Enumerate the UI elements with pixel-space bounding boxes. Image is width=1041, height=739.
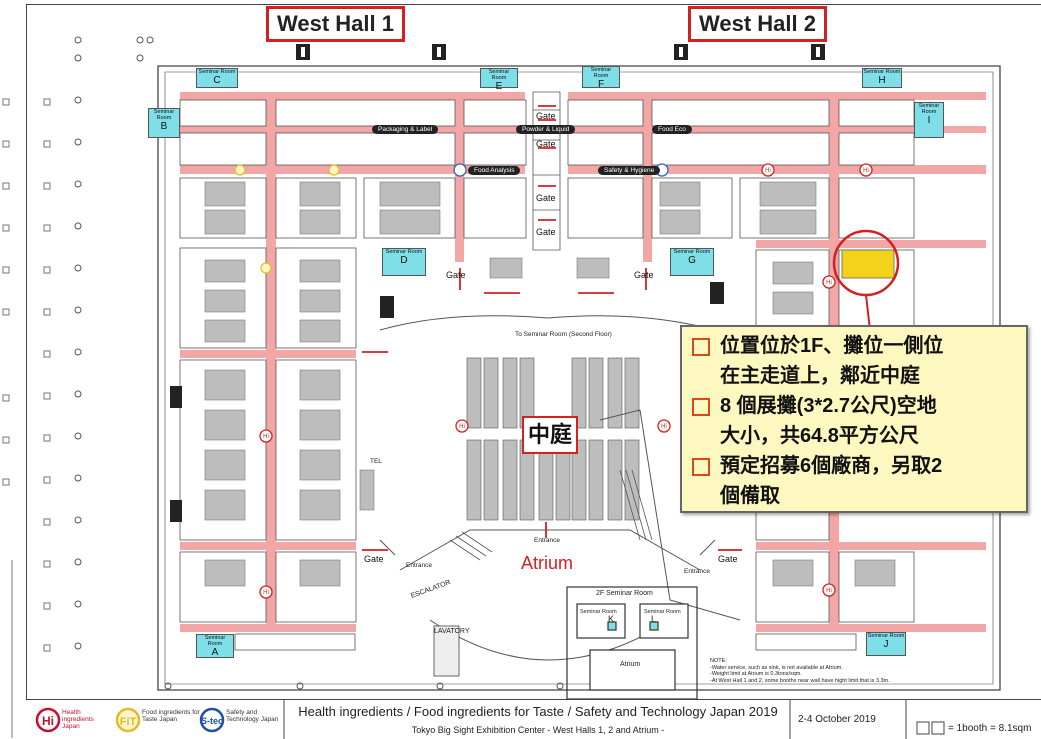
hi-markers <box>259 163 873 599</box>
svg-text:Hi: Hi <box>826 588 832 594</box>
gate-label-5: Gate <box>446 270 466 280</box>
callout-pointer <box>865 294 871 331</box>
footer-subtitle: Tokyo Big Sight Exhibition Center - West… <box>411 725 665 735</box>
west-hall-1-title: West Hall 1 <box>266 6 405 42</box>
zone-safety-hygiene: Safety & Hygiene <box>598 166 661 175</box>
svg-text:Hi: Hi <box>765 168 771 174</box>
lavatory-label: LAVATORY <box>434 628 470 635</box>
atrium-label: Atrium <box>521 553 574 573</box>
courtyard-label: 中庭 <box>522 416 578 454</box>
checkbox-icon <box>692 398 710 416</box>
logo-fit-text: Food ingredients for Taste Japan <box>142 709 200 723</box>
seminar-room-l-label: Seminar Room <box>644 609 681 615</box>
svg-text:Hi: Hi <box>42 714 54 728</box>
entrance-center-label: Entrance <box>534 537 561 544</box>
highlighted-booth-area <box>841 249 895 279</box>
seminar-room-k-label: Seminar Room <box>580 609 617 615</box>
seminar-2f-box <box>566 586 698 700</box>
callout-item-location: 位置位於1F、攤位一側位 在主走道上，鄰近中庭 <box>692 331 1016 391</box>
zone-food-analysis: Food Analysis <box>468 166 521 175</box>
tel-label: TEL <box>370 458 382 465</box>
gate-label-6: Gate <box>634 270 654 280</box>
atrium-2f-label: Atrium <box>620 661 641 668</box>
svg-text:Hi: Hi <box>863 168 869 174</box>
entrance-left-label: Entrance <box>406 562 433 569</box>
footer: Hi FiT S-tec Health ingredients Japan Fo… <box>26 699 1041 739</box>
logo-stec-text: Safety and Technology Japan <box>226 709 279 723</box>
footer-title: Health ingredients / Food ingredients fo… <box>298 704 778 719</box>
west-hall-2-title: West Hall 2 <box>688 6 827 42</box>
svg-text:Hi: Hi <box>263 434 269 440</box>
svg-text:Hi: Hi <box>459 424 465 430</box>
checkbox-icon <box>692 458 710 476</box>
gate-label-7: Gate <box>364 554 384 564</box>
gate-label-8: Gate <box>718 554 738 564</box>
footer-date: 2-4 October 2019 <box>798 714 876 725</box>
callout-item-size: 8 個展攤(3*2.7公尺)空地 大小，共64.8平方公尺 <box>692 391 1016 451</box>
note-text: NOTE: -Water service, such as sink, is n… <box>710 658 890 684</box>
seminar-2f-title: 2F Seminar Room <box>596 590 653 597</box>
entrance-right-label: Entrance <box>684 568 711 575</box>
room-k-letter: K <box>608 614 615 624</box>
zone-packaging-label: Packaging & Label <box>372 125 439 134</box>
callout-item-recruit: 預定招募6個廠商，另取2 個備取 <box>692 451 1016 511</box>
svg-text:Hi: Hi <box>263 590 269 596</box>
booth-info-callout: 位置位於1F、攤位一側位 在主走道上，鄰近中庭 8 個展攤(3*2.7公尺)空地… <box>680 325 1028 513</box>
to-seminar-label: To Seminar Room (Second Floor) <box>515 331 612 338</box>
gate-label-1: Gate <box>536 111 556 121</box>
floor-plan-frame <box>26 4 1041 739</box>
svg-text:Hi: Hi <box>826 280 832 286</box>
gate-label-4: Gate <box>536 227 556 237</box>
gate-label-3: Gate <box>536 193 556 203</box>
zone-powder-liquid: Powder & Liquid <box>516 125 576 134</box>
svg-text:Hi: Hi <box>661 424 667 430</box>
zone-food-eco: Food Eco <box>652 125 692 134</box>
footer-legend: = 1booth = 8.1sqm <box>948 723 1032 734</box>
logo-hi-text: Health ingredients Japan <box>62 709 94 730</box>
gate-label-2: Gate <box>536 139 556 149</box>
room-l-letter: L <box>651 614 657 624</box>
svg-text:FiT: FiT <box>120 716 137 728</box>
courtyard-booths <box>466 357 640 521</box>
checkbox-icon <box>692 338 710 356</box>
svg-text:S-tec: S-tec <box>201 716 223 726</box>
